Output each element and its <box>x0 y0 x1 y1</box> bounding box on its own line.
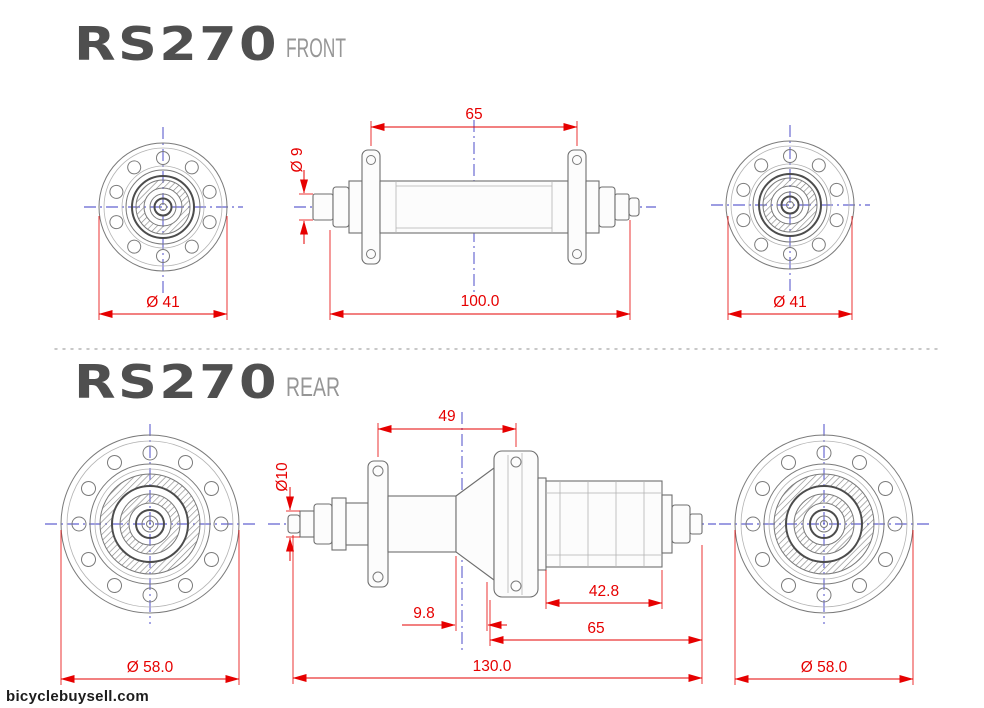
dim-rear-flange-offset: 9.8 <box>402 556 507 631</box>
svg-text:49: 49 <box>438 408 455 425</box>
svg-text:Ø 58.0: Ø 58.0 <box>127 659 174 676</box>
svg-text:100.0: 100.0 <box>461 293 500 310</box>
rear-flange-left <box>367 460 389 588</box>
svg-text:Ø 58.0: Ø 58.0 <box>801 659 848 676</box>
front-flange-left <box>361 149 381 265</box>
rear-logo-text: RS270 <box>74 355 279 409</box>
front-hub-barrel <box>379 180 569 234</box>
front-left-face-view <box>83 126 244 294</box>
rear-freehub-body <box>545 480 663 568</box>
rear-side-view <box>268 412 716 650</box>
rear-flange-right <box>493 450 539 598</box>
svg-text:65: 65 <box>465 106 482 123</box>
svg-text:Ø10: Ø10 <box>274 462 291 492</box>
dim-front-flange-spacing: 65 <box>370 106 578 146</box>
dim-rear-overall-width: 130.0 <box>292 535 703 684</box>
front-axle-right <box>614 193 630 221</box>
rear-locknut-left <box>313 503 333 545</box>
dim-front-axle-diameter: Ø 9 <box>289 148 313 244</box>
rear-view-label: REAR <box>286 372 340 402</box>
rear-locknut-right <box>671 504 691 544</box>
svg-text:42.8: 42.8 <box>589 583 619 600</box>
front-section: RS270 FRONT <box>74 17 871 320</box>
rear-section: RS270 REAR <box>44 355 930 685</box>
watermark: bicyclebuysell.com <box>6 688 149 705</box>
svg-text:Ø 9: Ø 9 <box>289 148 306 173</box>
dim-front-overall-width: 100.0 <box>329 220 631 320</box>
svg-text:9.8: 9.8 <box>413 605 435 622</box>
rear-hub-barrel <box>387 495 457 553</box>
front-locknut-left <box>332 186 350 228</box>
dim-rear-freehub-width: 42.8 <box>545 570 663 609</box>
front-side-view <box>294 120 656 296</box>
dim-rear-axle-diameter: Ø10 <box>274 462 300 561</box>
dim-rear-left-flange-diameter: Ø 58.0 <box>60 530 240 685</box>
dim-rear-right-flange-diameter: Ø 58.0 <box>734 530 914 685</box>
front-view-label: FRONT <box>286 33 346 63</box>
svg-text:130.0: 130.0 <box>473 658 512 675</box>
dim-rear-right-section: 65 <box>489 545 703 646</box>
rear-left-face-view <box>44 423 256 625</box>
front-right-face-view <box>710 124 871 292</box>
rear-axle-right <box>689 513 703 535</box>
front-locknut-right <box>598 186 616 228</box>
dim-front-left-flange-diameter: Ø 41 <box>98 216 228 320</box>
front-logo-text: RS270 <box>74 17 279 71</box>
svg-text:65: 65 <box>587 620 604 637</box>
svg-text:Ø 41: Ø 41 <box>146 294 180 311</box>
dim-front-right-flange-diameter: Ø 41 <box>727 216 853 320</box>
rear-right-face-view <box>718 423 930 625</box>
dim-rear-flange-spacing: 49 <box>377 408 517 457</box>
rear-axle-left <box>299 510 315 538</box>
svg-text:Ø 41: Ø 41 <box>773 294 807 311</box>
front-axle-left <box>312 193 334 221</box>
front-flange-right <box>567 149 587 265</box>
